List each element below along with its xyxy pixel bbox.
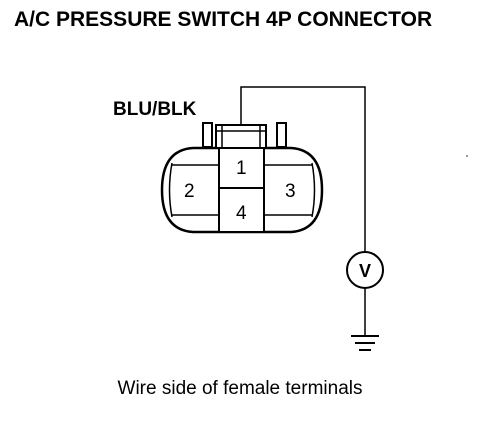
diagram-caption: Wire side of female terminals	[117, 378, 363, 399]
ground-icon	[351, 335, 379, 351]
pin-4-label: 4	[236, 203, 247, 224]
diagram-title: A/C PRESSURE SWITCH 4P CONNECTOR	[14, 8, 433, 31]
connector-latch	[215, 124, 267, 149]
voltmeter-symbol: V	[359, 261, 371, 281]
connector-tab-left	[202, 122, 213, 148]
pin-1-label: 1	[236, 158, 247, 179]
terminal-cavity-1	[218, 147, 265, 189]
wire-color-label: BLU/BLK	[113, 99, 197, 120]
terminal-cavity-4	[218, 187, 265, 233]
pin-2-label: 2	[184, 181, 195, 202]
pin-3-label: 3	[285, 181, 296, 202]
connector-tab-right	[276, 122, 287, 148]
probe-wire	[240, 86, 366, 252]
